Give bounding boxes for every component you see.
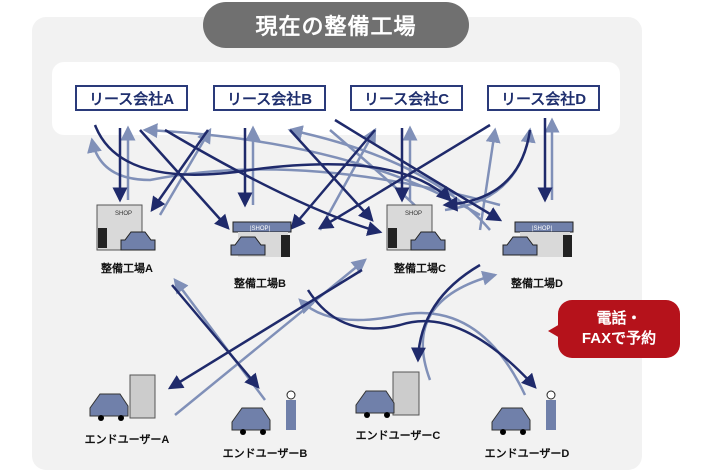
- lease-company-c: リース会社C: [350, 85, 463, 111]
- end-user-label-d: エンドユーザーD: [484, 448, 570, 460]
- shop-label-d: 整備工場D: [511, 278, 563, 290]
- end-user-label-b: エンドユーザーB: [222, 448, 308, 460]
- end-user-d-icon: [491, 390, 556, 435]
- end-user-label-c: エンドユーザーC: [355, 430, 441, 442]
- lease-company-d: リース会社D: [487, 85, 600, 111]
- shop-b-icon: |SHOP|: [230, 221, 292, 257]
- shop-a-icon: SHOP: [96, 204, 156, 251]
- lease-company-a: リース会社A: [75, 85, 188, 111]
- svg-text:|SHOP|: |SHOP|: [250, 226, 271, 232]
- svg-text:SHOP: SHOP: [405, 211, 422, 217]
- end-user-a-icon: [89, 374, 156, 421]
- shop-d-icon: |SHOP|: [502, 221, 574, 257]
- end-user-label-a: エンドユーザーA: [84, 434, 170, 446]
- end-user-b-icon: [231, 390, 296, 435]
- shop-c-icon: SHOP: [386, 204, 446, 251]
- page-title: 現在の整備工場: [203, 2, 469, 48]
- bubble-line-2: FAXで予約: [581, 330, 657, 347]
- bubble-tail: [548, 324, 560, 338]
- shop-label-c: 整備工場C: [394, 263, 446, 275]
- bubble-line-1: 電話・: [596, 310, 642, 327]
- lease-company-b: リース会社B: [213, 85, 326, 111]
- end-user-c-icon: [355, 371, 420, 418]
- connection-arrows: [87, 117, 560, 416]
- shop-label-b: 整備工場B: [234, 278, 286, 290]
- svg-text:SHOP: SHOP: [115, 211, 132, 217]
- shop-label-a: 整備工場A: [101, 263, 153, 275]
- svg-text:|SHOP|: |SHOP|: [532, 226, 553, 232]
- reservation-bubble: 電話・ FAXで予約: [558, 300, 680, 358]
